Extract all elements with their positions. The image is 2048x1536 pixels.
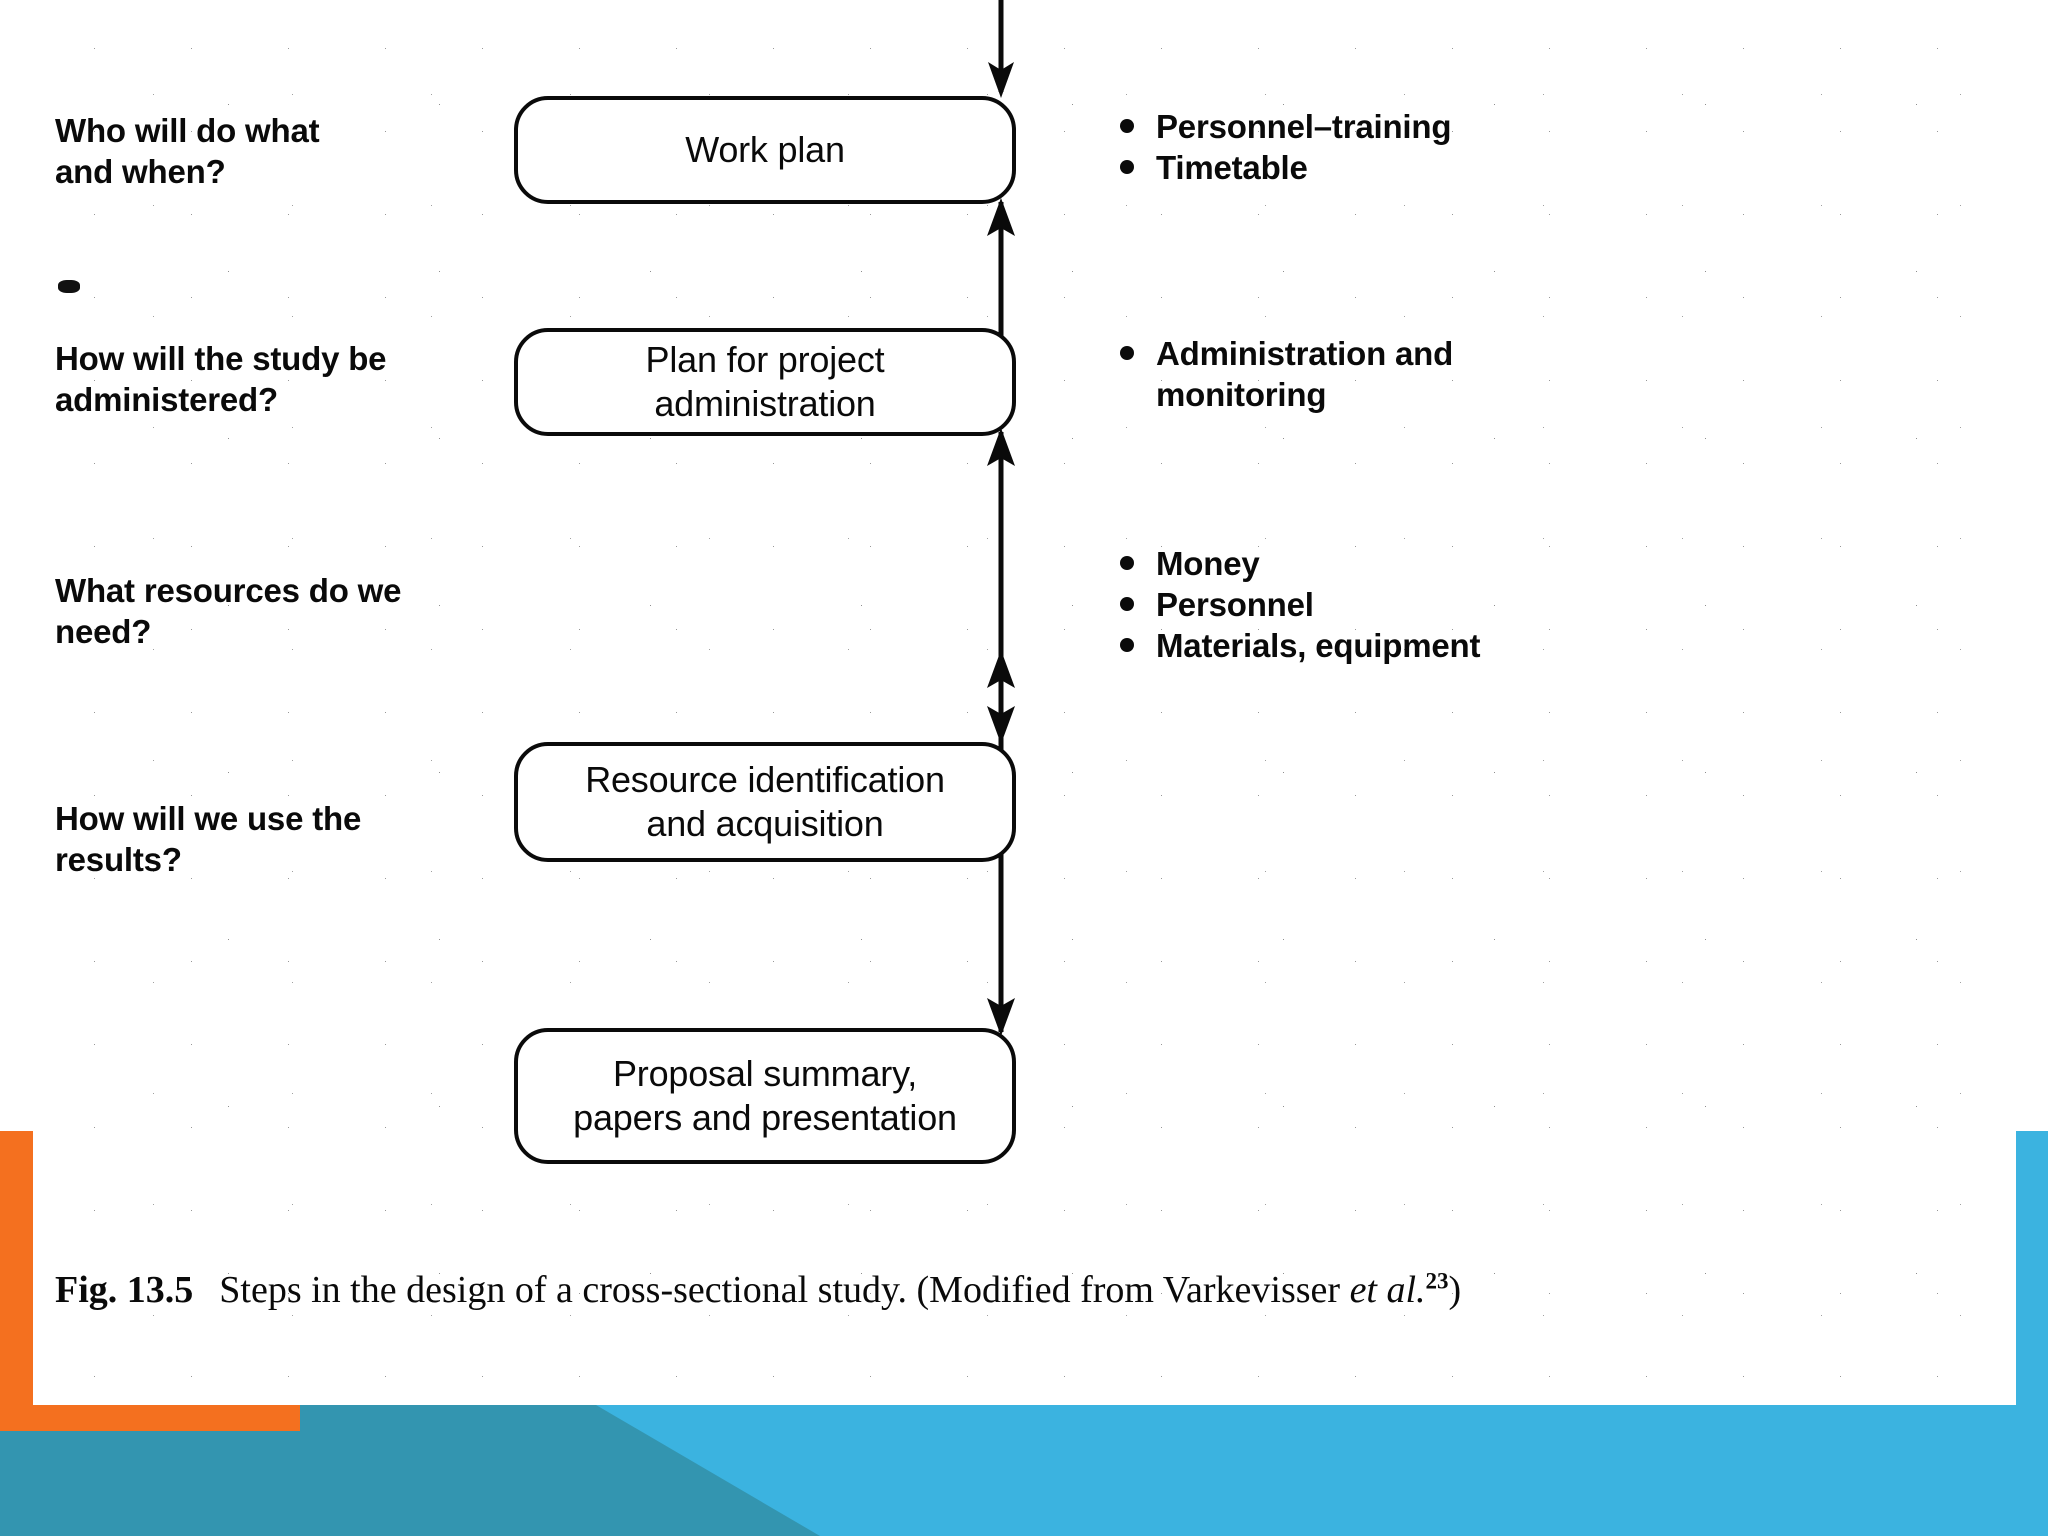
- bullet-text: Administration and monitoring: [1156, 335, 1454, 413]
- entry-arrow-down-icon: [988, 0, 1014, 98]
- flow-box-plan-for-project-administration[interactable]: Plan for project administration: [514, 328, 1016, 436]
- question-label-1: Who will do what and when?: [55, 112, 320, 190]
- caption-main-text: Steps in the design of a cross-sectional…: [219, 1269, 1350, 1311]
- bullet-group-3: Money Personnel Materials, equipment: [1120, 543, 1480, 666]
- bullet-item: Money: [1120, 543, 1480, 584]
- bullet-dot-icon: [1120, 346, 1134, 360]
- figure-caption: Fig. 13.5 Steps in the design of a cross-…: [55, 1266, 2015, 1314]
- bullet-item: Personnel: [1120, 584, 1480, 625]
- question-label-4: How will we use the results?: [55, 800, 362, 878]
- question-label-3: What resources do we need?: [55, 572, 402, 650]
- flow-box-label: Plan for project administration: [645, 339, 885, 424]
- bullet-dot-icon: [1120, 556, 1134, 570]
- scan-noise-overlay: [33, 0, 2016, 1405]
- bullet-dot-icon: [1120, 119, 1134, 133]
- bullet-dot-icon: [1120, 597, 1134, 611]
- bullet-item: Materials, equipment: [1120, 625, 1480, 666]
- bullet-group-2: Administration and monitoring: [1120, 333, 1453, 415]
- bullet-text: Timetable: [1156, 149, 1308, 186]
- caption-closing-paren: ): [1448, 1269, 1462, 1311]
- bullet-text: Materials, equipment: [1156, 627, 1481, 664]
- flow-box-label: Work plan: [685, 129, 845, 170]
- flow-box-proposal-summary[interactable]: Proposal summary, papers and presentatio…: [514, 1028, 1016, 1164]
- bullet-text: Personnel–training: [1156, 108, 1452, 145]
- scan-artifact-blob: [58, 280, 80, 293]
- bullet-dot-icon: [1120, 638, 1134, 652]
- scanned-figure-image: Who will do what and when? How will the …: [33, 0, 2016, 1405]
- bullet-group-1: Personnel–training Timetable: [1120, 106, 1452, 188]
- bullet-text: Personnel: [1156, 586, 1314, 623]
- decorative-right-blue-accent: [2016, 1131, 2048, 1405]
- caption-italic-text: et al.: [1349, 1269, 1426, 1311]
- flow-box-label: Resource identification and acquisition: [585, 759, 945, 844]
- bullet-text: Money: [1156, 545, 1260, 582]
- bullet-dot-icon: [1120, 160, 1134, 174]
- bullet-item: Personnel–training: [1120, 106, 1452, 147]
- flow-box-work-plan[interactable]: Work plan: [514, 96, 1016, 204]
- flow-box-label: Proposal summary, papers and presentatio…: [573, 1053, 957, 1138]
- bullet-item: Administration and monitoring: [1120, 333, 1453, 415]
- flow-box-resource-identification[interactable]: Resource identification and acquisition: [514, 742, 1016, 862]
- bullet-item: Timetable: [1120, 147, 1451, 188]
- question-label-2: How will the study be administered?: [55, 340, 387, 418]
- figure-number: Fig. 13.5: [55, 1269, 194, 1311]
- caption-reference-superscript: 23: [1425, 1268, 1449, 1294]
